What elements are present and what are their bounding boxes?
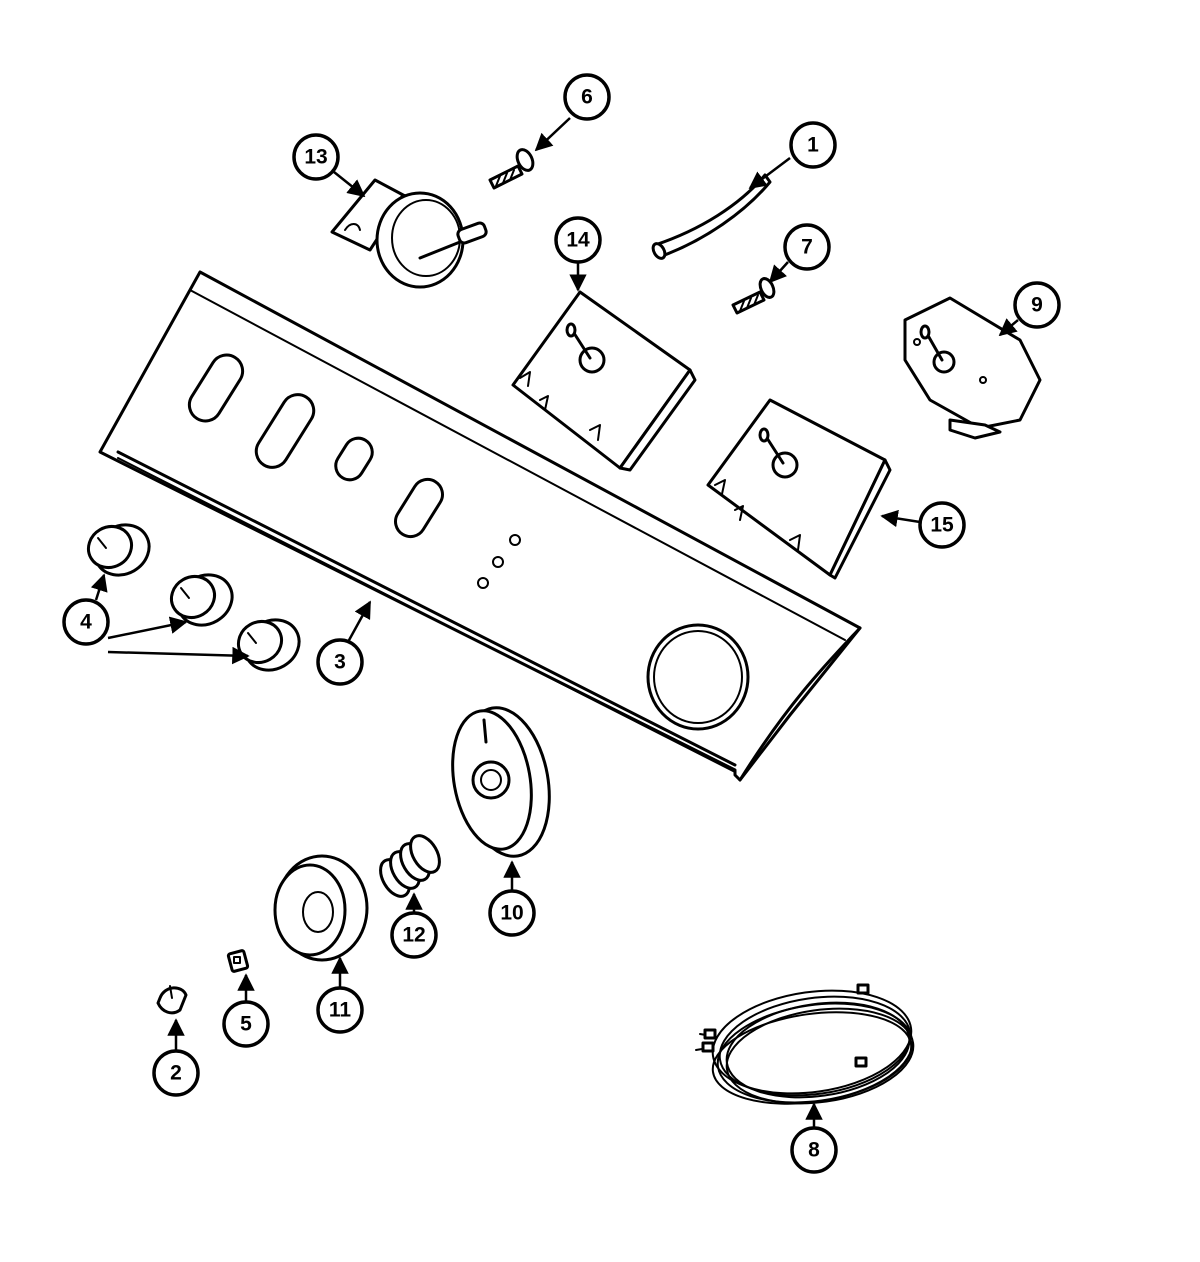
callout-8: 8 bbox=[790, 1126, 838, 1174]
leader-lines bbox=[90, 117, 1019, 1128]
callout-1-label: 1 bbox=[807, 134, 819, 157]
clip-part bbox=[226, 949, 250, 973]
callout-7-label: 7 bbox=[801, 236, 813, 259]
callout-2-label: 2 bbox=[170, 1062, 182, 1085]
callout-5-label: 5 bbox=[240, 1013, 252, 1036]
switch-9-part bbox=[903, 296, 1042, 440]
callout-13-label: 13 bbox=[304, 146, 327, 169]
callout-7: 7 bbox=[783, 223, 831, 271]
screw-6-part bbox=[488, 148, 535, 190]
callout-11-label: 11 bbox=[329, 999, 352, 1022]
callout-5: 5 bbox=[222, 1000, 270, 1048]
callout-14-label: 14 bbox=[566, 229, 590, 252]
callout-3-label: 3 bbox=[334, 651, 346, 674]
selector-switch-part bbox=[330, 178, 488, 289]
callout-10-label: 10 bbox=[500, 902, 523, 925]
callout-12-label: 12 bbox=[402, 924, 425, 947]
knob-3-part bbox=[236, 618, 301, 672]
callout-13: 13 bbox=[292, 133, 340, 181]
callout-1: 1 bbox=[789, 121, 837, 169]
callout-15-label: 15 bbox=[930, 514, 954, 537]
callout-11: 11 bbox=[316, 986, 364, 1034]
callout-2: 2 bbox=[152, 1049, 200, 1097]
spring-part bbox=[379, 834, 441, 898]
switch-15-part bbox=[706, 398, 892, 580]
callout-9: 9 bbox=[1013, 281, 1061, 329]
callout-9-label: 9 bbox=[1031, 294, 1043, 317]
hose-part bbox=[651, 173, 772, 260]
callout-6-label: 6 bbox=[581, 86, 593, 109]
switch-14-part bbox=[511, 290, 697, 472]
callout-4: 4 bbox=[62, 598, 110, 646]
knob-1-part bbox=[86, 523, 151, 577]
callout-14: 14 bbox=[554, 216, 602, 264]
dial-part bbox=[451, 706, 551, 858]
knob-2-part bbox=[169, 573, 234, 627]
control-panel-part bbox=[98, 270, 862, 782]
callout-15: 15 bbox=[918, 501, 966, 549]
cap-part bbox=[156, 985, 188, 1015]
callout-12: 12 bbox=[390, 911, 438, 959]
dial-ring-part bbox=[273, 854, 369, 962]
callout-10: 10 bbox=[488, 889, 536, 937]
callout-3: 3 bbox=[316, 638, 364, 686]
callout-4-label: 4 bbox=[80, 611, 92, 634]
wire-harness-part bbox=[695, 983, 915, 1105]
callout-8-label: 8 bbox=[808, 1139, 820, 1162]
callout-6: 6 bbox=[563, 73, 611, 121]
